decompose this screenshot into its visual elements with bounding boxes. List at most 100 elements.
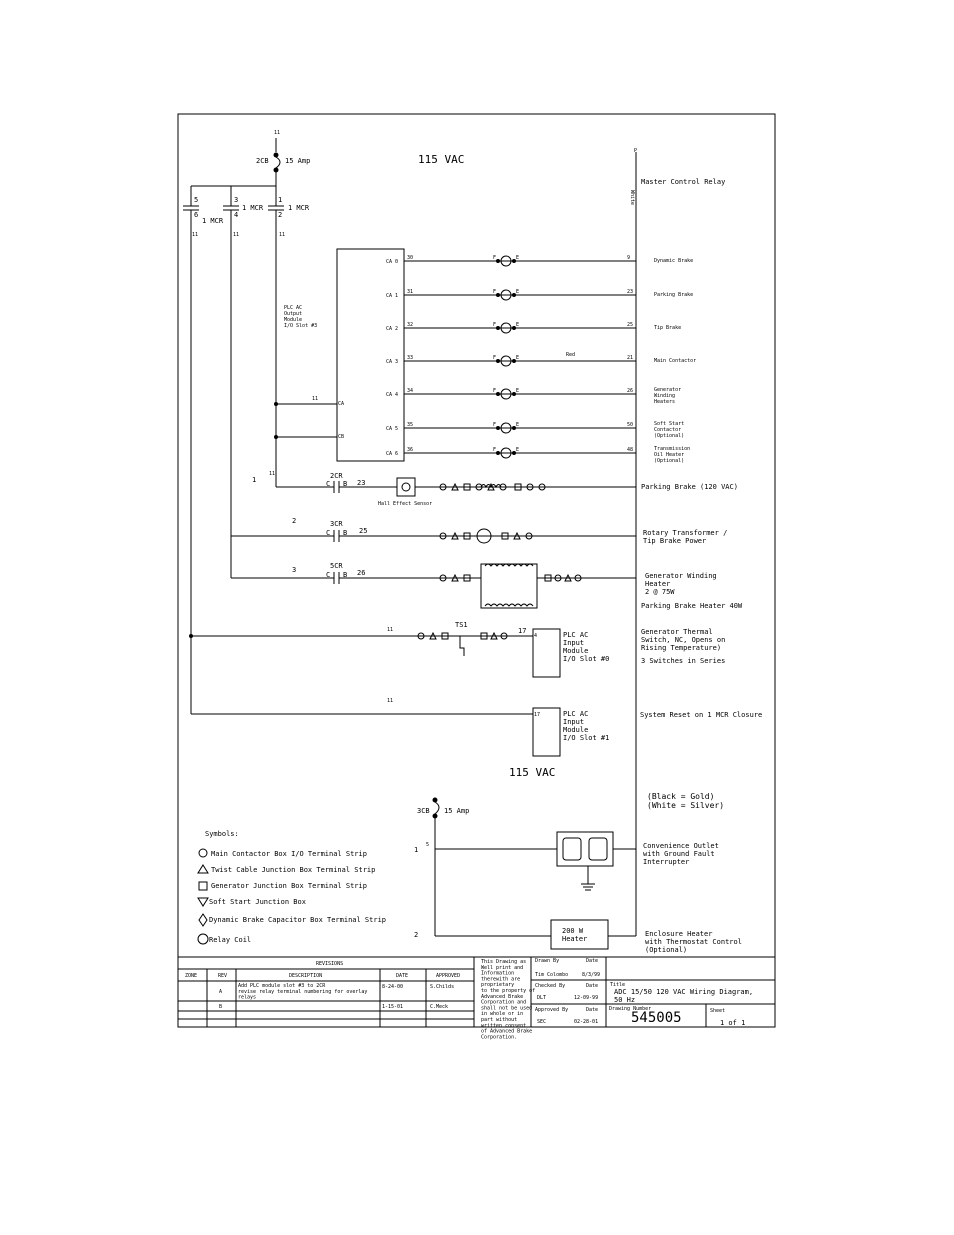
fuse-f-label: F [493, 255, 496, 261]
plc-output-load-label: Tip Brake [654, 325, 681, 331]
supply-voltage-top: 115 VAC [418, 153, 464, 166]
svg-text:PLC AC: PLC AC [563, 631, 588, 639]
plc-output-terminal-number: 26 [627, 388, 633, 394]
relay-coil-icon [500, 388, 512, 400]
plc-output-channel: CA 6 [386, 451, 398, 457]
svg-text:11: 11 [192, 232, 198, 238]
plc-output-wire-number: 31 [407, 289, 413, 295]
svg-text:3CB: 3CB [417, 807, 430, 815]
svg-text:Output: Output [284, 311, 302, 317]
fuse-e-label: E [516, 322, 519, 328]
svg-text:Parking Brake (120 VAC): Parking Brake (120 VAC) [641, 483, 738, 491]
svg-text:C.Meck: C.Meck [430, 1004, 448, 1010]
svg-text:2: 2 [278, 211, 282, 219]
svg-text:8/3/99: 8/3/99 [582, 972, 600, 978]
svg-text:C: C [326, 529, 330, 537]
plc-output-load-label: Generator [654, 387, 681, 393]
plc-output-terminal-number: 23 [627, 289, 633, 295]
svg-text:15 Amp: 15 Amp [444, 807, 469, 815]
svg-text:Date: Date [586, 958, 598, 964]
plc-output-channel: CA 4 [386, 392, 398, 398]
svg-text:Sheet: Sheet [710, 1008, 725, 1014]
svg-text:Approved By: Approved By [535, 1007, 568, 1013]
plc-output-terminal-number: 48 [627, 447, 633, 453]
fuse-f-label: F [493, 422, 496, 428]
svg-text:I/O Slot #3: I/O Slot #3 [284, 323, 317, 329]
rung-2: 2 3CR C B 25 Rotary Transformer /Tip Bra… [231, 517, 727, 545]
svg-text:Parking Brake Heater 40W: Parking Brake Heater 40W [641, 602, 743, 610]
svg-text:3: 3 [292, 566, 296, 574]
rung-4: 11 TS1 17 4 PLC AC Input Module I/O Slot… [189, 621, 725, 678]
svg-text:ZONE: ZONE [185, 973, 197, 979]
svg-text:4: 4 [534, 633, 537, 639]
svg-text:C: C [326, 571, 330, 579]
fuse-e-label: E [516, 255, 519, 261]
svg-text:2: 2 [292, 517, 296, 525]
svg-text:3CR: 3CR [330, 520, 343, 528]
plc-output-channel: CA 5 [386, 426, 398, 432]
plc-output-terminal-number: 9 [627, 255, 630, 261]
plc-output-load-label: (Optional) [654, 433, 684, 439]
svg-text:Input: Input [563, 718, 584, 726]
fuse-f-label: F [493, 388, 496, 394]
svg-text:1: 1 [414, 846, 418, 854]
svg-text:5: 5 [194, 196, 198, 204]
plc-output-load-label: Dynamic Brake [654, 258, 693, 264]
fuse-e-label: E [516, 289, 519, 295]
svg-text:Module: Module [563, 647, 588, 655]
plc-output-terminal-number: 50 [627, 422, 633, 428]
svg-text:02-28-01: 02-28-01 [574, 1019, 598, 1025]
svg-text:5: 5 [426, 842, 429, 848]
relay-coil-icon [500, 322, 512, 334]
svg-text:Twist Cable Junction Box Termi: Twist Cable Junction Box Terminal Strip [211, 866, 375, 874]
svg-text:Date: Date [586, 1007, 598, 1013]
relay-coil-icon [500, 355, 512, 367]
title-block: REVISIONS ZONE REV DESCRIPTION DATE APPR… [178, 956, 775, 1040]
svg-text:S.Childs: S.Childs [430, 984, 454, 990]
plc-output-load-label: Parking Brake [654, 292, 693, 298]
plc-output-load-label: (Optional) [654, 458, 684, 464]
svg-text:11: 11 [312, 396, 318, 402]
fuse-e-label: E [516, 422, 519, 428]
neutral-color: White [629, 190, 635, 205]
svg-text:Symbols:: Symbols: [205, 830, 239, 838]
svg-text:APPROVED: APPROVED [436, 973, 460, 979]
plc-output-channel: CA 0 [386, 259, 398, 265]
svg-text:3 Switches in Series: 3 Switches in Series [641, 657, 725, 665]
svg-text:4: 4 [234, 211, 238, 219]
plc-output-module [336, 248, 405, 462]
svg-text:Rotary Transformer /Tip Brake: Rotary Transformer /Tip Brake Power [643, 529, 727, 545]
svg-text:17: 17 [518, 627, 526, 635]
svg-text:I/O Slot #0: I/O Slot #0 [563, 655, 609, 663]
svg-text:Tim Colombo: Tim Colombo [535, 972, 568, 978]
svg-text:6: 6 [194, 211, 198, 219]
svg-text:Relay Coil: Relay Coil [209, 936, 251, 944]
svg-text:DLT: DLT [537, 995, 546, 1001]
fuse-e-label: E [516, 447, 519, 453]
plc-output-load-label: Winding [654, 393, 675, 399]
svg-text:5CR: 5CR [330, 562, 343, 570]
svg-text:11: 11 [279, 232, 285, 238]
svg-text:17: 17 [534, 712, 540, 718]
svg-text:1 MCR: 1 MCR [288, 204, 310, 212]
svg-text:1: 1 [278, 196, 282, 204]
symbol-legend: Symbols: Main Contactor Box I/O Terminal… [197, 830, 386, 945]
fuse-e-label: E [516, 388, 519, 394]
svg-text:B: B [343, 571, 347, 579]
svg-text:11: 11 [269, 471, 275, 477]
svg-text:26: 26 [357, 569, 365, 577]
svg-text:Generator Junction Box Termina: Generator Junction Box Terminal Strip [211, 882, 367, 890]
plc-output-wire-number: 30 [407, 255, 413, 261]
svg-text:Hall Effect Sensor: Hall Effect Sensor [378, 501, 432, 507]
svg-text:Input: Input [563, 639, 584, 647]
plc-output-wire-number: 32 [407, 322, 413, 328]
plc-output-channel: CA 1 [386, 293, 398, 299]
red-wire-label: Red [566, 352, 575, 358]
svg-text:CB: CB [338, 434, 344, 440]
fuse-f-label: F [493, 289, 496, 295]
